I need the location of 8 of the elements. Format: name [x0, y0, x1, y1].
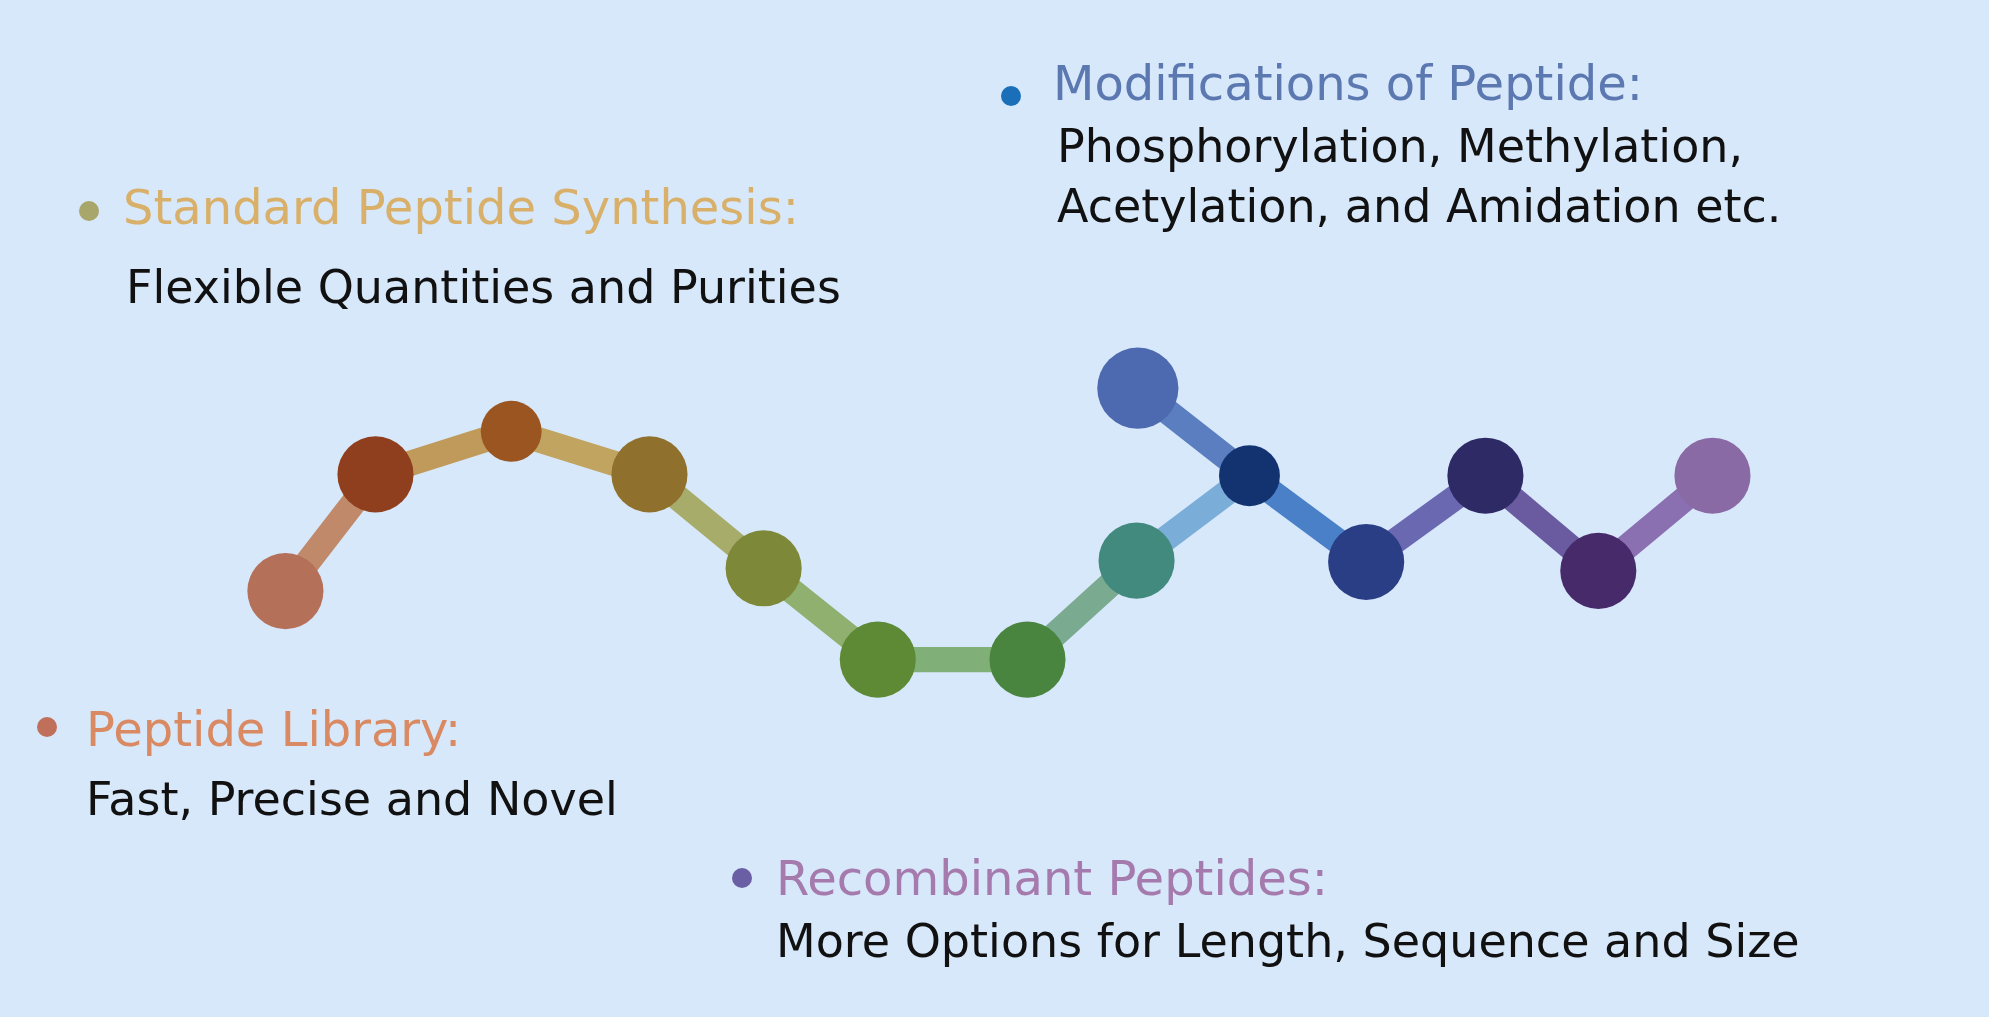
section-heading: Modifications of Peptide: [1053, 54, 1643, 113]
section-heading: Peptide Library: [86, 700, 462, 759]
section-heading: Recombinant Peptides: [776, 849, 1328, 908]
description-text: Flexible Quantities and Purities [126, 259, 841, 316]
description-text: Phosphorylation, Methylation, Acetylation, and Amidation etc. [1057, 118, 1783, 235]
description-text: More Options for Length, Sequence and Size [776, 913, 1800, 970]
description-text: Fast, Precise and Novel [86, 771, 618, 828]
section-heading: Standard Peptide Synthesis: [123, 178, 799, 237]
